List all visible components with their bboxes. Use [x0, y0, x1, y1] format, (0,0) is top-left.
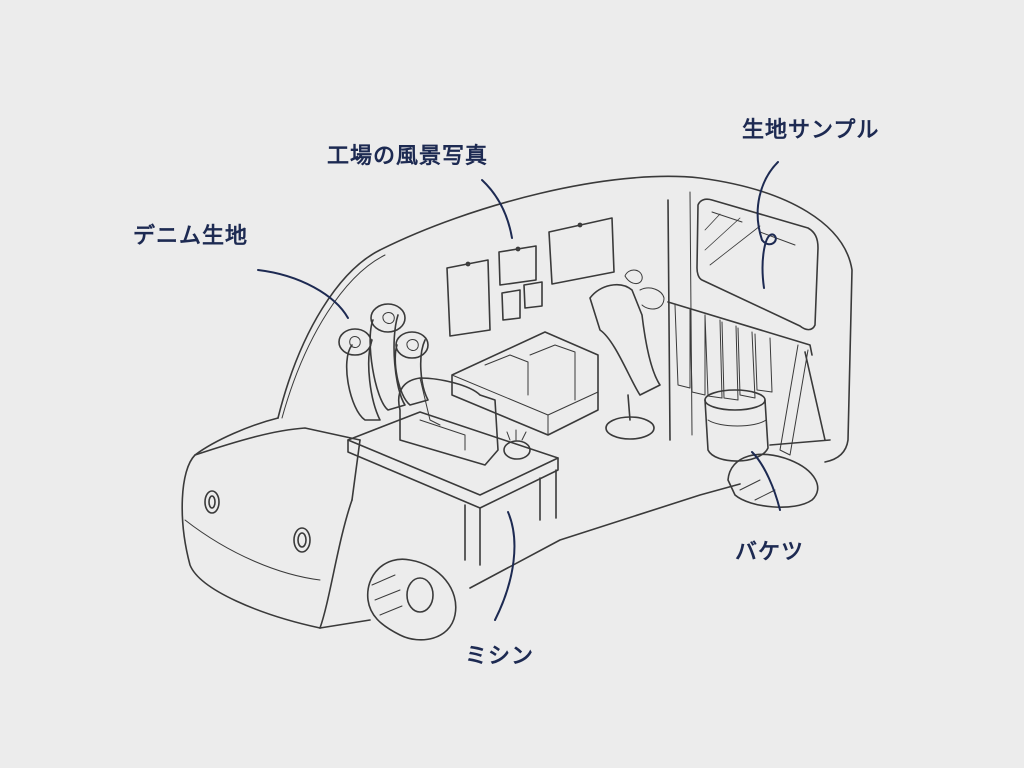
van-body [181, 175, 853, 629]
label-factory-photos: 工場の風景写真 [327, 144, 489, 169]
bucket [704, 389, 769, 462]
sewing-table [347, 377, 559, 566]
wall-photos [446, 217, 615, 337]
dress-form [589, 269, 665, 440]
van-wheels [367, 453, 819, 641]
clothes-rack [667, 301, 831, 456]
storage-boxes [451, 331, 599, 436]
label-bucket: バケツ [735, 540, 805, 565]
label-sewing-machine: ミシン [465, 644, 535, 669]
leader-lines [257, 161, 781, 621]
label-fabric-samples: 生地サンプル [742, 118, 880, 143]
rear-window [696, 198, 819, 331]
label-denim-fabric: デニム生地 [133, 224, 249, 249]
denim-rolls [338, 303, 429, 421]
